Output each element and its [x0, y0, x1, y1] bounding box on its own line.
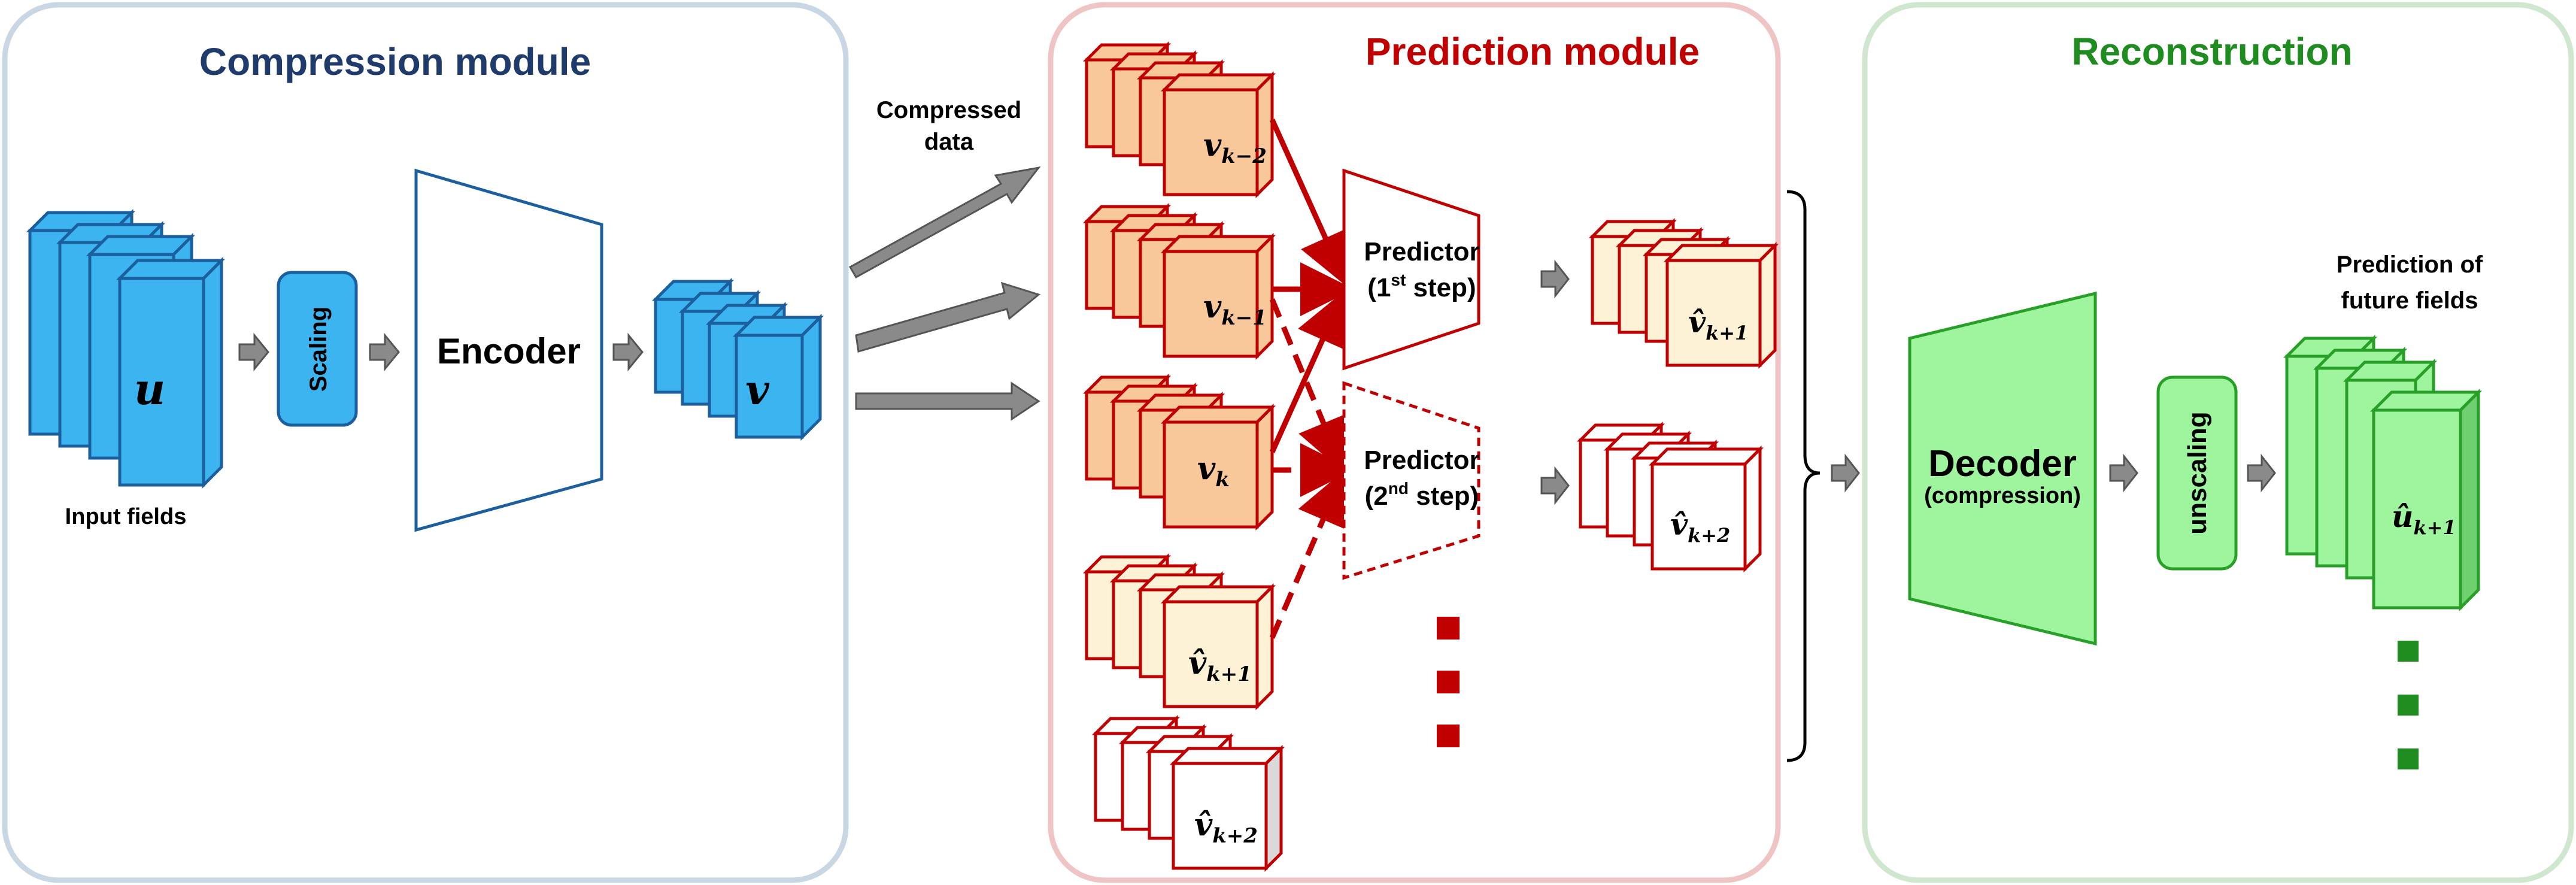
- arrow-vkm2-to-predictor1: [1269, 119, 1351, 287]
- encoder-label: Encoder: [437, 331, 581, 371]
- input-field-symbol: u: [134, 363, 165, 414]
- arrow-to-scaling-icon: [238, 332, 269, 372]
- vhat-kp2-input-stack: [1091, 714, 1285, 872]
- arrow-predictor2-out-icon: [1540, 466, 1570, 505]
- arrow-vhatkp1-to-predictor2: [1269, 470, 1348, 639]
- compressed-data-label-line2: data: [924, 129, 974, 155]
- predictor-2-label-line2: (2nd step): [1365, 479, 1479, 511]
- compressed-arrow-middle-icon: [855, 281, 1041, 353]
- decoder-label: Decoder: [1928, 443, 2077, 484]
- predictor-2-label-line1: Predictor: [1364, 445, 1479, 475]
- unscaling-block: [2156, 375, 2238, 571]
- arrow-vk-to-predictor1: [1269, 290, 1348, 453]
- reconstruction-continuation-dots: [2398, 641, 2419, 769]
- v-k-stack: [1082, 373, 1276, 531]
- uhat-output-stack: [2283, 334, 2483, 612]
- v-km2-label: vk−2: [1203, 127, 1267, 168]
- uhat-layer-4: [2369, 388, 2483, 612]
- v-symbol: v: [745, 366, 770, 414]
- vhat-kp2-input-label: v̂k+2: [1194, 807, 1258, 848]
- encoder-block: [414, 168, 603, 532]
- predictor-input-arrows: [1269, 119, 1354, 639]
- prediction-future-label-line1: Prediction of: [2337, 251, 2483, 278]
- vhat-kp1-input-stack: [1082, 553, 1276, 711]
- v-km1-stack: [1082, 202, 1276, 360]
- compressed-v-stack: [651, 277, 824, 441]
- scaling-block: [277, 271, 358, 427]
- vhat-kp2-output-label: v̂k+2: [1670, 507, 1730, 547]
- v-k-label: vk: [1197, 450, 1230, 492]
- input-field-layer-4: [116, 256, 226, 489]
- input-fields-label: Input fields: [65, 504, 187, 529]
- predictor-1-label-line1: Predictor: [1364, 237, 1479, 266]
- reconstruction-module-title: Reconstruction: [2071, 30, 2352, 73]
- input-fields-stack: [26, 208, 226, 489]
- uhat-label: ûk+1: [2392, 499, 2456, 539]
- vhat-kp1-input-label: v̂k+1: [1188, 645, 1252, 686]
- arrow-to-v-icon: [612, 332, 644, 372]
- prediction-module-title: Prediction module: [1366, 30, 1700, 73]
- compressed-data-label-line1: Compressed: [876, 97, 1021, 123]
- predictor-1-label-line2: (1st step): [1367, 271, 1476, 302]
- unscaling-label: unscaling: [2183, 411, 2212, 534]
- v-layer-4: [732, 313, 824, 441]
- arrow-to-output-icon: [2247, 453, 2276, 493]
- scaling-label: Scaling: [305, 307, 332, 392]
- arrow-to-unscaling-icon: [2109, 453, 2138, 493]
- prediction-output-bracket: [1786, 190, 1821, 762]
- compressed-data-arrows: [848, 166, 1041, 421]
- compressed-arrow-upper-icon: [848, 166, 1041, 279]
- v-km1-label: vk−1: [1203, 289, 1267, 330]
- prediction-future-label-line2: future fields: [2341, 287, 2478, 314]
- arrow-predictor1-out-icon: [1540, 259, 1570, 299]
- prediction-continuation-dots: [1437, 617, 1460, 747]
- compression-arrows: [238, 332, 644, 372]
- predictor-output-arrows: [1540, 259, 1570, 505]
- predictor-1st-step-block: [1342, 168, 1480, 371]
- vhat-kp1-output-label: v̂k+1: [1688, 304, 1748, 344]
- decoder-block: [1908, 291, 2097, 646]
- arrow-to-encoder-icon: [369, 332, 400, 372]
- decoder-sublabel: (compression): [1924, 483, 2081, 508]
- compression-module-title: Compression module: [199, 40, 591, 83]
- compressed-arrow-lower-icon: [855, 381, 1040, 421]
- v-km2-stack: [1082, 41, 1276, 199]
- vhat-kp1-output-stack: [1588, 217, 1779, 369]
- vhat-kp2-output-stack: [1576, 421, 1764, 573]
- arrow-to-decoder-icon: [1831, 453, 1860, 493]
- predictor-2nd-step-block: [1342, 381, 1480, 580]
